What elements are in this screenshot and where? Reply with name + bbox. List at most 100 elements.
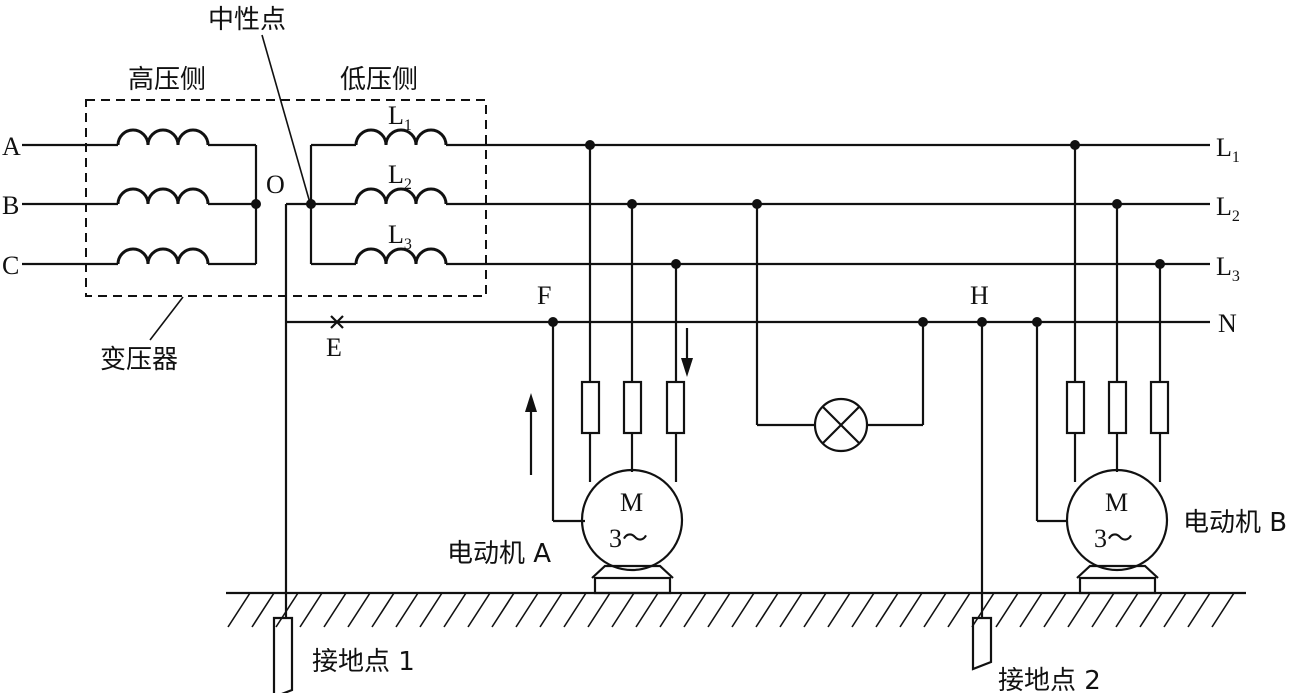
fuse-b1 bbox=[1065, 380, 1086, 435]
ground-hatch-line bbox=[587, 592, 611, 628]
high-voltage-windings bbox=[22, 128, 261, 266]
line-l1-label: L1 bbox=[1216, 133, 1240, 166]
ground-hatch-line bbox=[803, 592, 827, 628]
motor-b-m-label: M bbox=[1105, 488, 1128, 517]
ground-hatch-line bbox=[371, 592, 395, 628]
ground-hatch-line bbox=[1043, 592, 1067, 628]
current-arrow-up bbox=[525, 393, 537, 475]
motor-a-m-label: M bbox=[620, 488, 643, 517]
earth-electrode-2 bbox=[971, 616, 993, 671]
low-voltage-windings bbox=[286, 128, 448, 266]
ground-hatch-line bbox=[467, 592, 491, 628]
transformer-label: 变压器 bbox=[100, 345, 178, 375]
ground-hatch-line bbox=[515, 592, 539, 628]
hv-star-node bbox=[251, 199, 261, 209]
line-l2-label: L2 bbox=[1216, 192, 1240, 225]
point-h-label: H bbox=[970, 281, 989, 310]
ground-hatch-line bbox=[1211, 592, 1235, 628]
point-f-label: F bbox=[537, 281, 551, 310]
phase-c-label: C bbox=[2, 251, 19, 280]
neutral-point-leader-line bbox=[261, 34, 311, 204]
motor-b-phase-label: 3～ bbox=[1094, 524, 1133, 553]
neutral-point-label: 中性点 bbox=[208, 5, 286, 35]
ground-hatch-line bbox=[323, 592, 347, 628]
current-arrow-down bbox=[681, 328, 693, 377]
ground-hatch-line bbox=[275, 592, 299, 628]
ground-hatch-line bbox=[755, 592, 779, 628]
ground-hatch-line bbox=[851, 592, 875, 628]
coil-c bbox=[116, 247, 210, 265]
phase-a-label: A bbox=[2, 132, 21, 161]
neutral-node-o bbox=[306, 199, 316, 209]
ground-hatch-line bbox=[659, 592, 683, 628]
ground-hatch-line bbox=[539, 592, 563, 628]
motor-a-phase-label: 3～ bbox=[609, 524, 648, 553]
ground-hatch-line bbox=[1139, 592, 1163, 628]
earth-electrode-1 bbox=[272, 616, 294, 693]
coil-b bbox=[116, 187, 210, 205]
motor-b-base bbox=[1076, 564, 1159, 579]
ground-hatch-line bbox=[971, 592, 995, 628]
ground-hatch-line bbox=[923, 592, 947, 628]
coil-l3-label: L3 bbox=[388, 220, 412, 253]
ground-hatch-line bbox=[1187, 592, 1211, 628]
ground-hatch-line bbox=[1115, 592, 1139, 628]
ground-surface bbox=[226, 591, 1246, 628]
ground-hatch-line bbox=[491, 592, 515, 628]
break-mark-e bbox=[330, 315, 344, 329]
ground-hatch-line bbox=[1163, 592, 1187, 628]
motor-b-circuit bbox=[1032, 140, 1170, 595]
motor-a-foot bbox=[593, 576, 672, 595]
low-side-label: 低压侧 bbox=[340, 65, 418, 95]
fuse-a1 bbox=[580, 380, 601, 435]
motor-a-base bbox=[591, 564, 674, 579]
ground-hatch-line bbox=[947, 592, 971, 628]
ground-2-label: 接地点 2 bbox=[998, 666, 1101, 693]
coil-l2-label: L2 bbox=[388, 160, 412, 193]
motor-b-label: 电动机 B bbox=[1183, 508, 1287, 538]
motor-b-body bbox=[1065, 468, 1169, 572]
coil-l2 bbox=[354, 187, 448, 205]
ground-hatch-line bbox=[683, 592, 707, 628]
motor-a-circuit bbox=[525, 140, 693, 595]
ground-hatch-line bbox=[419, 592, 443, 628]
ground-hatch-line bbox=[1067, 592, 1091, 628]
fuse-b2 bbox=[1107, 380, 1128, 435]
phase-b-label: B bbox=[2, 191, 19, 220]
ground-hatch-line bbox=[443, 592, 467, 628]
coil-a bbox=[116, 128, 210, 146]
transformer-leader-line bbox=[149, 296, 184, 341]
ground-hatch-line bbox=[299, 592, 323, 628]
ground-hatch-line bbox=[875, 592, 899, 628]
ground-hatch-line bbox=[611, 592, 635, 628]
point-e-label: E bbox=[326, 333, 342, 362]
point-o-label: O bbox=[266, 170, 285, 199]
coil-l1 bbox=[354, 128, 448, 146]
ground-hatch-line bbox=[1091, 592, 1115, 628]
ground-hatch-line bbox=[635, 592, 659, 628]
ground-hatch-line bbox=[347, 592, 371, 628]
coil-l1-label: L1 bbox=[388, 101, 412, 134]
line-n-label: N bbox=[1218, 309, 1237, 338]
repeat-earth-h bbox=[977, 317, 987, 618]
fuse-a3 bbox=[665, 380, 686, 435]
ground-1-label: 接地点 1 bbox=[312, 647, 415, 677]
fuse-b3 bbox=[1149, 380, 1170, 435]
ground-hatch-line bbox=[395, 592, 419, 628]
ground-hatch-line bbox=[827, 592, 851, 628]
line-l3-label: L3 bbox=[1216, 252, 1240, 285]
ground-hatch-line bbox=[251, 592, 275, 628]
ground-hatch-line bbox=[731, 592, 755, 628]
ground-hatch-line bbox=[563, 592, 587, 628]
high-side-label: 高压侧 bbox=[128, 65, 206, 95]
motor-a-label: 电动机 A bbox=[447, 539, 551, 569]
motor-a-body bbox=[580, 468, 684, 572]
ground-hatch-line bbox=[707, 592, 731, 628]
ground-hatch-line bbox=[779, 592, 803, 628]
coil-l3 bbox=[354, 247, 448, 265]
fuse-a2 bbox=[622, 380, 643, 435]
lamp-circuit bbox=[752, 199, 928, 453]
ground-hatch-line bbox=[227, 592, 251, 628]
ground-hatch-line bbox=[899, 592, 923, 628]
